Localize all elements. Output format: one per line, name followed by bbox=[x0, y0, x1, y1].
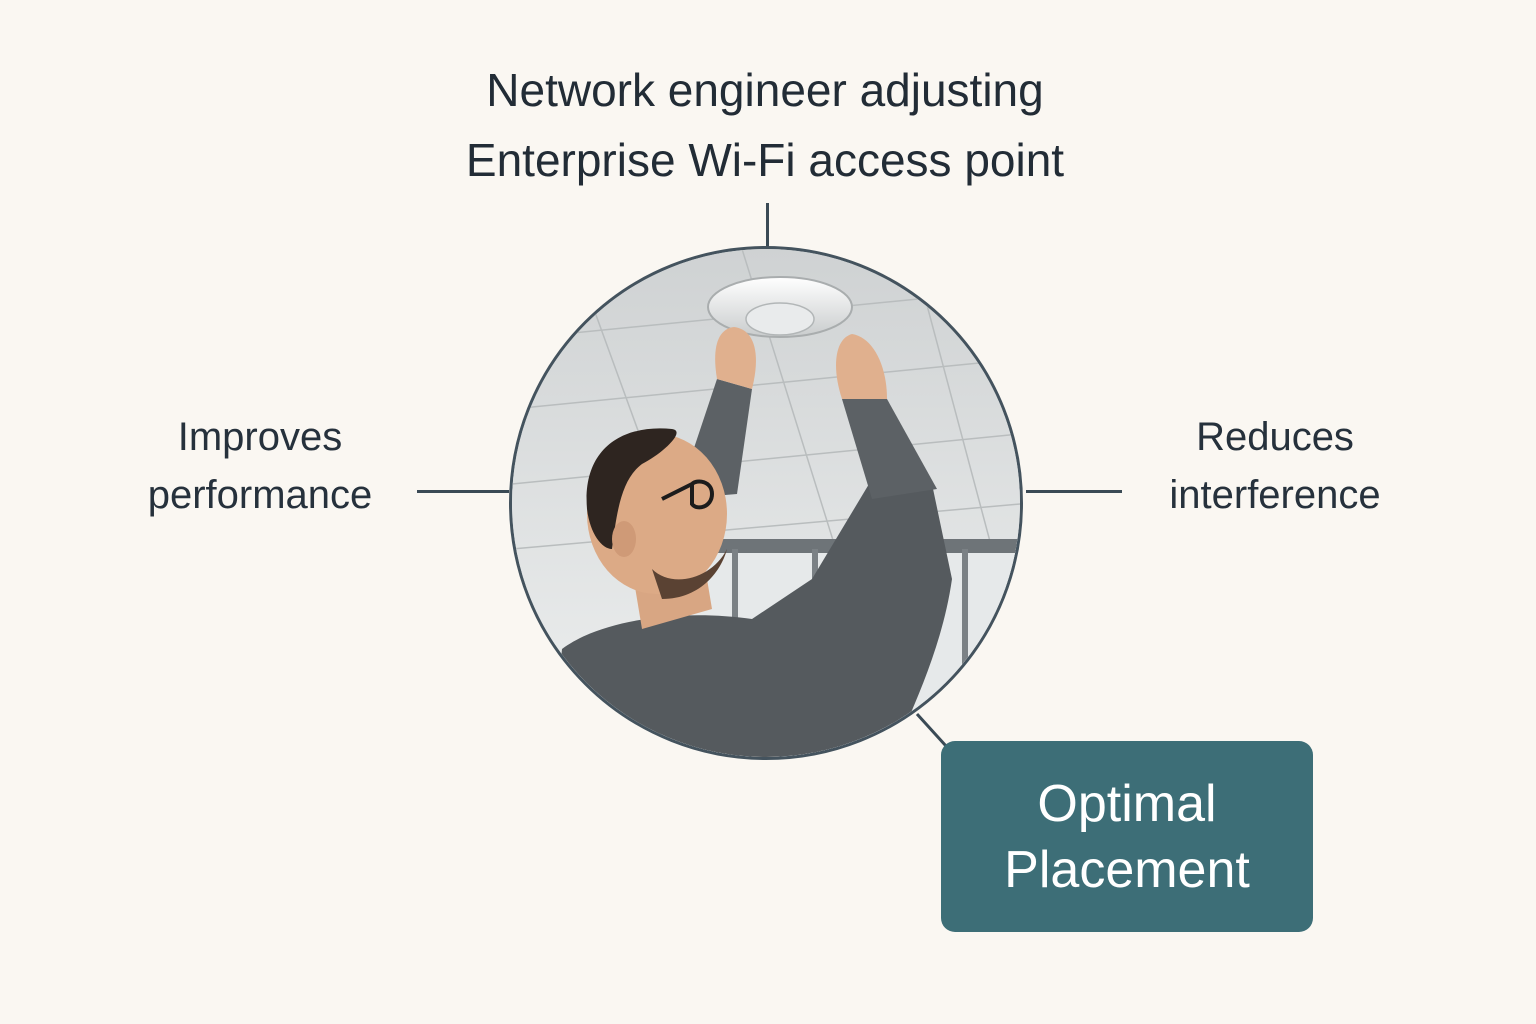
engineer-photo bbox=[509, 246, 1023, 760]
ear bbox=[612, 521, 636, 557]
hair bbox=[586, 428, 677, 549]
shirt bbox=[552, 479, 952, 757]
left-label-line-1: Improves bbox=[177, 415, 343, 459]
right-hand bbox=[836, 334, 887, 399]
right-label-line-2: interference bbox=[1169, 473, 1381, 517]
callout-line-2: Placement bbox=[1004, 840, 1250, 899]
beard bbox=[652, 549, 727, 599]
connector-left bbox=[417, 490, 509, 493]
left-label-line-2: performance bbox=[147, 473, 373, 517]
connector-top bbox=[766, 203, 769, 248]
access-point-center bbox=[745, 302, 815, 336]
title-line-2: Enterprise Wi-Fi access point bbox=[465, 134, 1065, 186]
engineer-illustration bbox=[512, 249, 1020, 757]
left-hand bbox=[715, 327, 756, 389]
callout-line-1: Optimal bbox=[1037, 774, 1217, 833]
glasses bbox=[661, 479, 715, 510]
connector-right bbox=[1026, 490, 1122, 493]
right-label-line-1: Reduces bbox=[1196, 415, 1354, 459]
title-line-1: Network engineer adjusting bbox=[486, 64, 1044, 116]
optimal-placement-callout: Optimal Placement bbox=[941, 741, 1313, 932]
benefit-label-left: Improves performance bbox=[110, 408, 410, 524]
diagram-title: Network engineer adjusting Enterprise Wi… bbox=[380, 55, 1150, 195]
right-arm bbox=[842, 399, 937, 499]
benefit-label-right: Reduces interference bbox=[1130, 408, 1420, 524]
